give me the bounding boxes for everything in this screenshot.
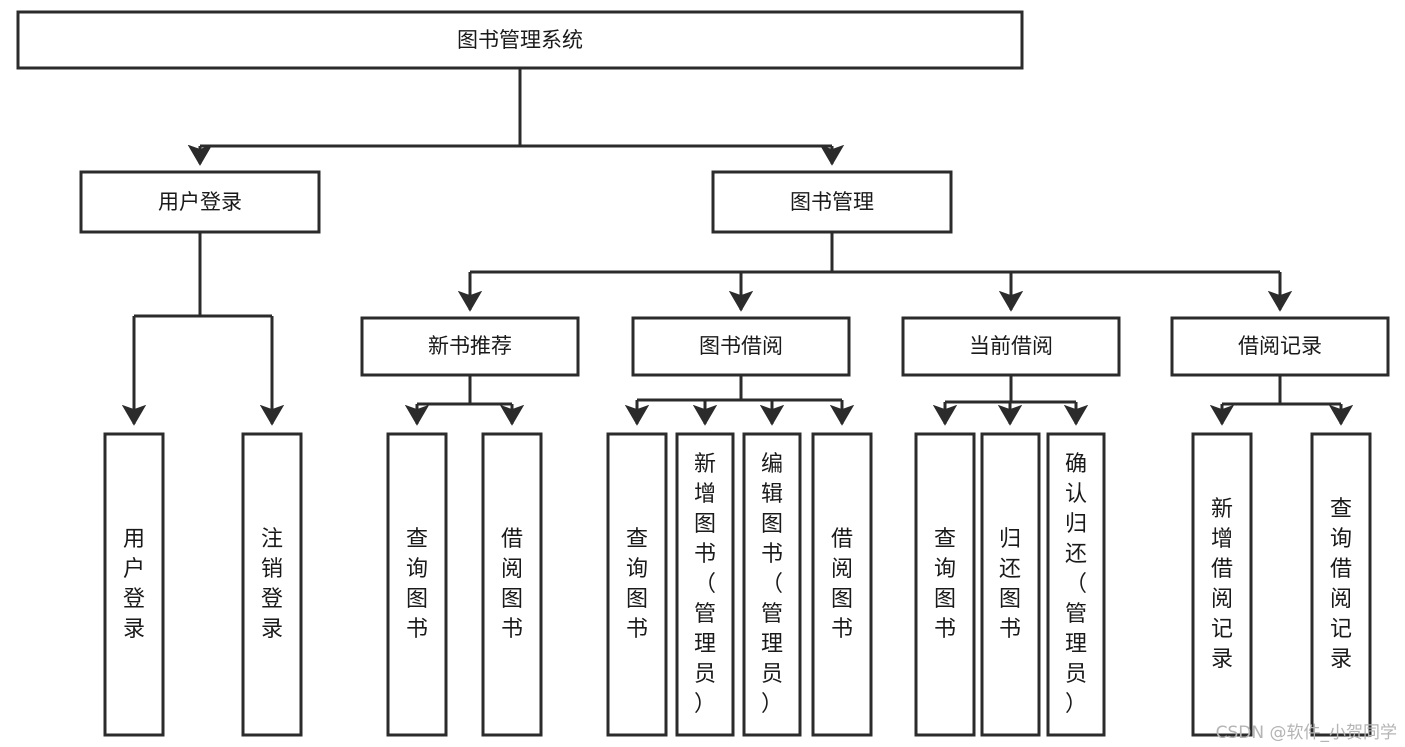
leaf-add-record-label: 新增借阅记录 <box>1211 497 1233 672</box>
leaf-user-login-box[interactable] <box>103 432 165 737</box>
edge-root-bus <box>200 67 832 164</box>
leaf-query-book-2[interactable]: 查询图书 <box>606 432 668 737</box>
leaf-borrow-book-2-label: 借阅图书 <box>831 527 853 642</box>
leaf-confirm-return-box[interactable] <box>1046 432 1106 737</box>
leaf-query-book-2-box[interactable] <box>606 432 668 737</box>
leaf-borrow-book-2-box[interactable] <box>811 432 873 737</box>
node-current-borrow-box[interactable] <box>901 316 1121 377</box>
node-book-manage[interactable]: 图书管理 <box>711 170 953 234</box>
edge-current-borrow-bus <box>945 375 1076 404</box>
edge-book-manage-bus <box>470 232 1280 274</box>
leaf-query-book-1-label: 查询图书 <box>406 527 428 642</box>
leaf-borrow-book-1-box[interactable] <box>481 432 543 737</box>
leaf-add-book[interactable]: 新增图书（管理员） <box>675 432 735 737</box>
node-new-book-recommend[interactable]: 新书推荐 <box>360 316 580 377</box>
leaf-user-logout-label: 注销登录 <box>261 527 283 642</box>
node-current-borrow[interactable]: 当前借阅 <box>901 316 1121 377</box>
leaf-query-book-3-label: 查询图书 <box>934 527 956 642</box>
leaf-query-book-3-box[interactable] <box>914 432 976 737</box>
node-user-login[interactable]: 用户登录 <box>79 170 321 234</box>
edge-layer <box>121 67 1354 426</box>
node-borrow-record[interactable]: 借阅记录 <box>1170 316 1390 377</box>
node-new-book-recommend-box[interactable] <box>360 316 580 377</box>
leaf-confirm-return-label: 确认归还（管理员） <box>1065 452 1087 717</box>
leaf-confirm-return[interactable]: 确认归还（管理员） <box>1046 432 1106 737</box>
node-book-manage-box[interactable] <box>711 170 953 234</box>
node-root[interactable]: 图书管理系统 <box>16 10 1024 70</box>
leaf-add-book-label: 新增图书（管理员） <box>694 452 716 717</box>
edge-borrow-record-bus <box>1222 375 1341 406</box>
node-book-borrow[interactable]: 图书借阅 <box>631 316 851 377</box>
leaf-user-logout-box[interactable] <box>241 432 303 737</box>
node-root-label: 图书管理系统 <box>457 28 583 52</box>
leaf-query-book-2-label: 查询图书 <box>626 527 648 642</box>
leaf-user-login-label: 用户登录 <box>123 527 145 642</box>
node-borrow-record-label: 借阅记录 <box>1238 334 1322 358</box>
node-book-borrow-box[interactable] <box>631 316 851 377</box>
node-user-login-box[interactable] <box>79 170 321 234</box>
leaf-edit-book[interactable]: 编辑图书（管理员） <box>742 432 802 737</box>
node-borrow-record-box[interactable] <box>1170 316 1390 377</box>
leaf-user-login[interactable]: 用户登录 <box>103 432 165 737</box>
leaf-query-book-1[interactable]: 查询图书 <box>386 432 448 737</box>
leaf-user-logout[interactable]: 注销登录 <box>241 432 303 737</box>
leaf-edit-book-label: 编辑图书（管理员） <box>761 452 783 717</box>
node-layer: 图书管理系统 用户登录 图书管理 新书推荐 图书借阅 当前借阅 借阅记录 <box>16 10 1390 737</box>
leaf-return-book[interactable]: 归还图书 <box>980 432 1041 737</box>
edge-new-book-bus <box>417 375 512 406</box>
leaf-query-record-label: 查询借阅记录 <box>1330 497 1352 672</box>
node-book-borrow-label: 图书借阅 <box>699 334 783 358</box>
leaf-borrow-book-2[interactable]: 借阅图书 <box>811 432 873 737</box>
leaf-query-book-3[interactable]: 查询图书 <box>914 432 976 737</box>
leaf-edit-book-box[interactable] <box>742 432 802 737</box>
edge-book-borrow-bus <box>637 375 842 402</box>
leaf-return-book-label: 归还图书 <box>999 527 1021 642</box>
leaf-query-book-1-box[interactable] <box>386 432 448 737</box>
edge-user-login-bus <box>134 232 272 318</box>
leaf-query-record[interactable]: 查询借阅记录 <box>1310 432 1372 737</box>
node-root-box[interactable] <box>16 10 1024 70</box>
node-user-login-label: 用户登录 <box>158 190 242 214</box>
node-book-manage-label: 图书管理 <box>790 190 874 214</box>
leaf-borrow-book-1[interactable]: 借阅图书 <box>481 432 543 737</box>
node-current-borrow-label: 当前借阅 <box>969 334 1053 358</box>
leaf-return-book-box[interactable] <box>980 432 1041 737</box>
leaf-query-record-box[interactable] <box>1310 432 1372 737</box>
leaf-borrow-book-1-label: 借阅图书 <box>501 527 523 642</box>
leaf-add-record[interactable]: 新增借阅记录 <box>1191 432 1253 737</box>
leaf-add-record-box[interactable] <box>1191 432 1253 737</box>
leaf-add-book-box[interactable] <box>675 432 735 737</box>
node-new-book-recommend-label: 新书推荐 <box>428 334 512 358</box>
